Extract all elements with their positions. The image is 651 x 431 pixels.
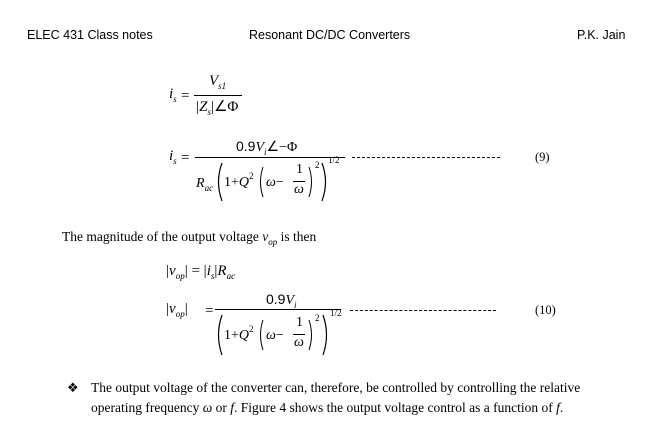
equation-leader <box>350 310 496 311</box>
header-title: Resonant DC/DC Converters <box>249 28 411 42</box>
bullet-line-2: operating frequency ω or f. Figure 4 sho… <box>91 400 564 415</box>
right-big-paren <box>321 162 327 202</box>
left-big-paren <box>217 162 223 202</box>
equation-leader <box>352 157 500 158</box>
right-inner-paren <box>308 166 312 198</box>
header-course: ELEC 431 Class notes <box>27 28 153 42</box>
right-inner-paren <box>308 319 312 351</box>
equation-number: (10) <box>535 303 556 317</box>
paragraph-magnitude: The magnitude of the output voltage vop … <box>62 229 317 247</box>
diamond-bullet-icon: ❖ <box>67 380 79 395</box>
equation-number: (9) <box>535 150 550 164</box>
left-inner-paren <box>260 319 264 351</box>
right-big-paren <box>322 314 328 356</box>
left-big-paren <box>217 314 223 356</box>
left-inner-paren <box>260 166 264 198</box>
header-author: P.K. Jain <box>577 28 626 42</box>
bullet-line-1: The output voltage of the converter can,… <box>91 380 581 395</box>
